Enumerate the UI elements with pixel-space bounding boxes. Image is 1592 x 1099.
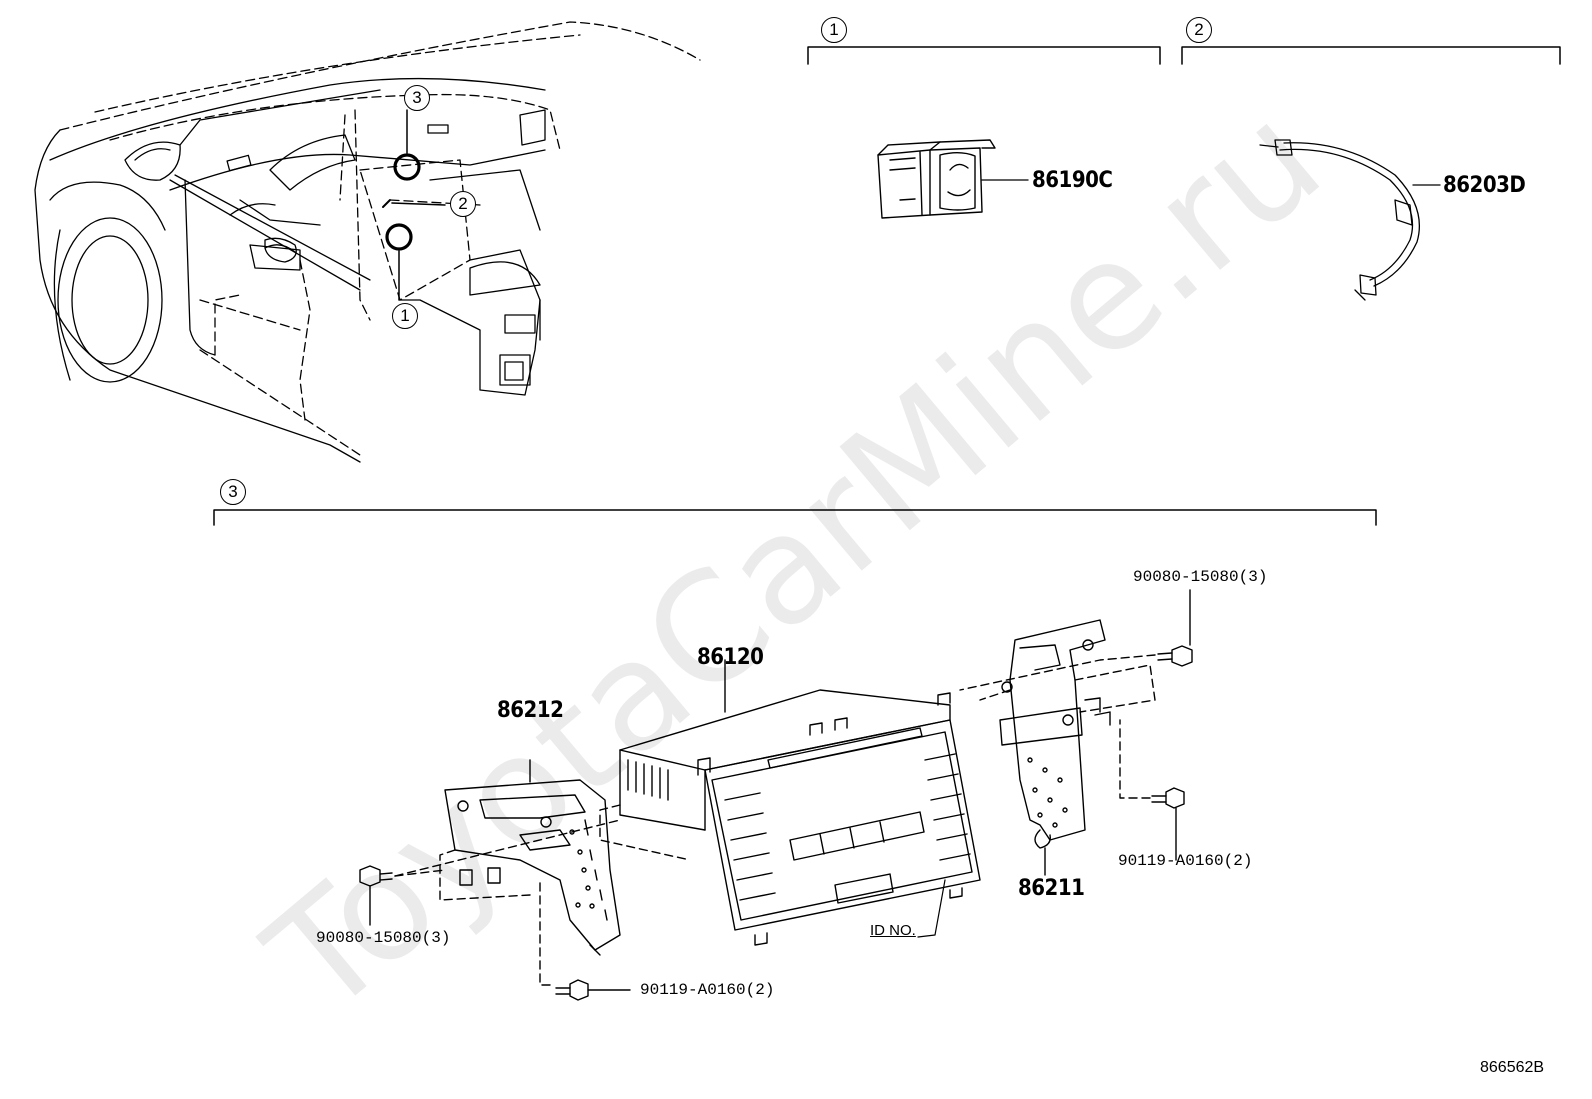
label-part-90119-a0160-bottom[interactable]: 90119-A0160(2) [640,981,775,999]
label-part-86203d[interactable]: 86203D [1443,173,1526,198]
bracket-86212-drawing [439,759,621,956]
label-part-86212[interactable]: 86212 [497,698,564,723]
label-id-no: ID NO. [870,922,916,939]
label-part-86120[interactable]: 86120 [697,645,764,670]
wire-86203d-drawing [1259,139,1441,301]
dashboard-interior-view [34,21,701,463]
location-callout-2: 2 [450,191,476,217]
callout-3: 3 [220,479,246,505]
receiver-86120-drawing [599,659,981,946]
location-callout-3: 3 [404,85,430,111]
callout-1: 1 [821,17,847,43]
label-part-86211[interactable]: 86211 [1018,876,1085,901]
bracket-86211-drawing [999,619,1156,876]
location-callout-1: 1 [392,303,418,329]
label-part-90119-a0160-right[interactable]: 90119-A0160(2) [1118,852,1253,870]
fasteners-drawing [359,589,1193,1001]
diagram-id: 866562B [1480,1059,1545,1076]
switch-86190c-drawing [877,139,1029,219]
callout-2: 2 [1186,17,1212,43]
label-part-90080-15080-right[interactable]: 90080-15080(3) [1133,568,1268,586]
label-part-90080-15080-left[interactable]: 90080-15080(3) [316,929,451,947]
label-part-86190c[interactable]: 86190C [1032,168,1113,193]
section-1-bracket [213,46,1561,526]
